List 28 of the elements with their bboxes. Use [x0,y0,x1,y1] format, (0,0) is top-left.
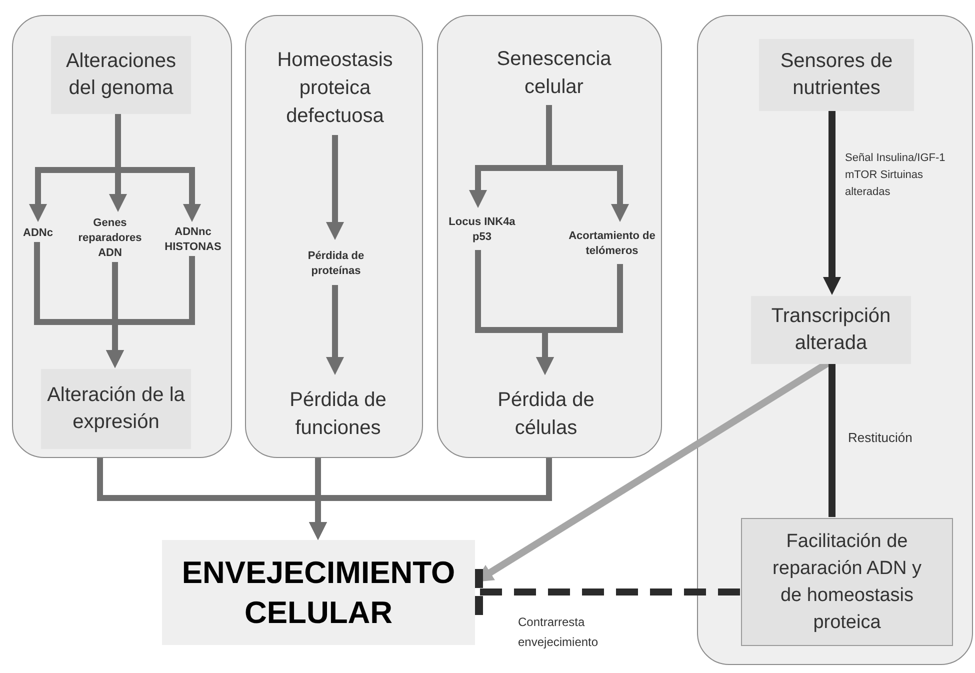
category-panel [697,15,973,665]
step-label: Pérdida de proteínas [291,241,381,286]
step-label: Acortamiento de telómeros [566,223,658,265]
heading-text: Senescencia celular [479,39,629,106]
arrow [326,285,344,375]
step-label: ADNc [13,223,63,243]
heading-box: Transcripción alterada [751,296,911,364]
heading-text: Pérdida de células [471,376,621,451]
arrow [309,458,552,540]
result-box: ENVEJECIMIENTO CELULAR [162,540,475,645]
heading-box: Alteración de la expresión [41,369,191,449]
outcome-box: Facilitación de reparación ADN y de homeostasis proteica [741,518,953,646]
arrow [106,256,195,368]
heading-text: Homeostasis proteica defectuosa [256,39,414,136]
heading-box: Alteraciones del genoma [51,36,191,114]
inhibition-line [475,569,740,615]
category-panel [245,15,423,458]
step-label: Locus INK4a p53 [442,209,522,251]
category-panel [12,15,232,458]
category-panel [437,15,662,458]
heading-text: Pérdida de funciones [263,376,413,451]
connector-line [828,363,836,517]
arrow [326,135,344,240]
step-label: Genes reparadores ADN [65,213,155,263]
heading-box: Sensores de nutrientes [759,39,914,111]
step-label: ADNnc HISTONAS [153,223,233,257]
arrow [536,264,623,375]
arrow [823,110,841,295]
